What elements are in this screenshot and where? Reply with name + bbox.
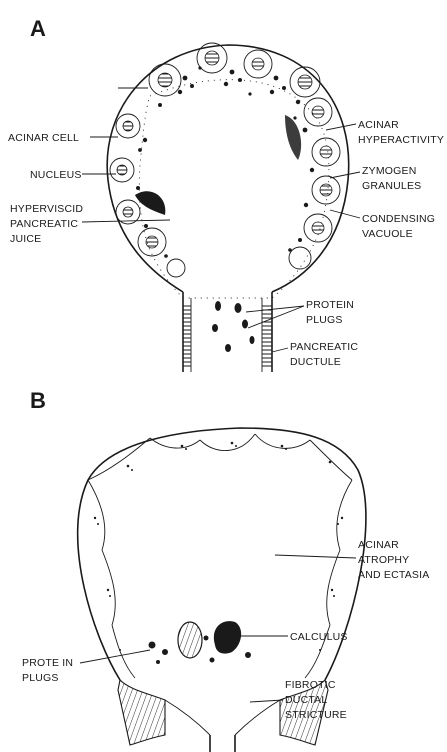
label-ductule-1: PANCREATIC bbox=[290, 341, 358, 353]
label-acinar-hyperactivity-1: ACINAR bbox=[358, 119, 399, 131]
label-protein-plugs-b-1: PROTE IN bbox=[22, 657, 73, 669]
zymogen-granules bbox=[136, 66, 314, 257]
panel-b: B bbox=[22, 388, 429, 752]
label-protein-plugs-b-2: PLUGS bbox=[22, 672, 59, 684]
panel-a: A bbox=[8, 16, 444, 372]
label-condensing-2: VACUOLE bbox=[362, 228, 413, 240]
label-hyperviscid-1: HYPERVISCID bbox=[10, 203, 83, 215]
label-acinar-hyperactivity-2: HYPERACTIVITY bbox=[358, 134, 444, 146]
label-acinar-atrophy-2: ATROPHY bbox=[358, 554, 409, 566]
label-stricture-3: STRICTURE bbox=[285, 709, 347, 721]
label-protein-plugs-2: PLUGS bbox=[306, 314, 343, 326]
panel-b-letter: B bbox=[30, 388, 46, 413]
label-acinar-atrophy-3: AND ECTASIA bbox=[358, 569, 429, 581]
label-hyperviscid-3: JUICE bbox=[10, 233, 41, 245]
ductule bbox=[183, 292, 272, 372]
calculus bbox=[178, 621, 241, 658]
label-condensing-1: CONDENSING bbox=[362, 213, 435, 225]
label-hyperviscid-2: PANCREATIC bbox=[10, 218, 78, 230]
label-stricture-2: DUCTAL bbox=[285, 694, 327, 706]
protein-plugs-a bbox=[212, 301, 255, 352]
atrophic-cell-granules bbox=[94, 442, 343, 651]
label-acinar-atrophy-1: ACINAR bbox=[358, 539, 399, 551]
label-stricture-1: FIBROTIC bbox=[285, 679, 336, 691]
label-protein-plugs-1: PROTEIN bbox=[306, 299, 354, 311]
panel-a-letter: A bbox=[30, 16, 46, 41]
label-calculus: CALCULUS bbox=[290, 631, 348, 643]
label-zymogen-2: GRANULES bbox=[362, 180, 421, 192]
label-ductule-2: DUCTULE bbox=[290, 356, 341, 368]
label-acinar-cell: ACINAR CELL bbox=[8, 132, 79, 144]
label-nucleus: NUCLEUS bbox=[30, 169, 82, 181]
label-zymogen-1: ZYMOGEN bbox=[362, 165, 417, 177]
